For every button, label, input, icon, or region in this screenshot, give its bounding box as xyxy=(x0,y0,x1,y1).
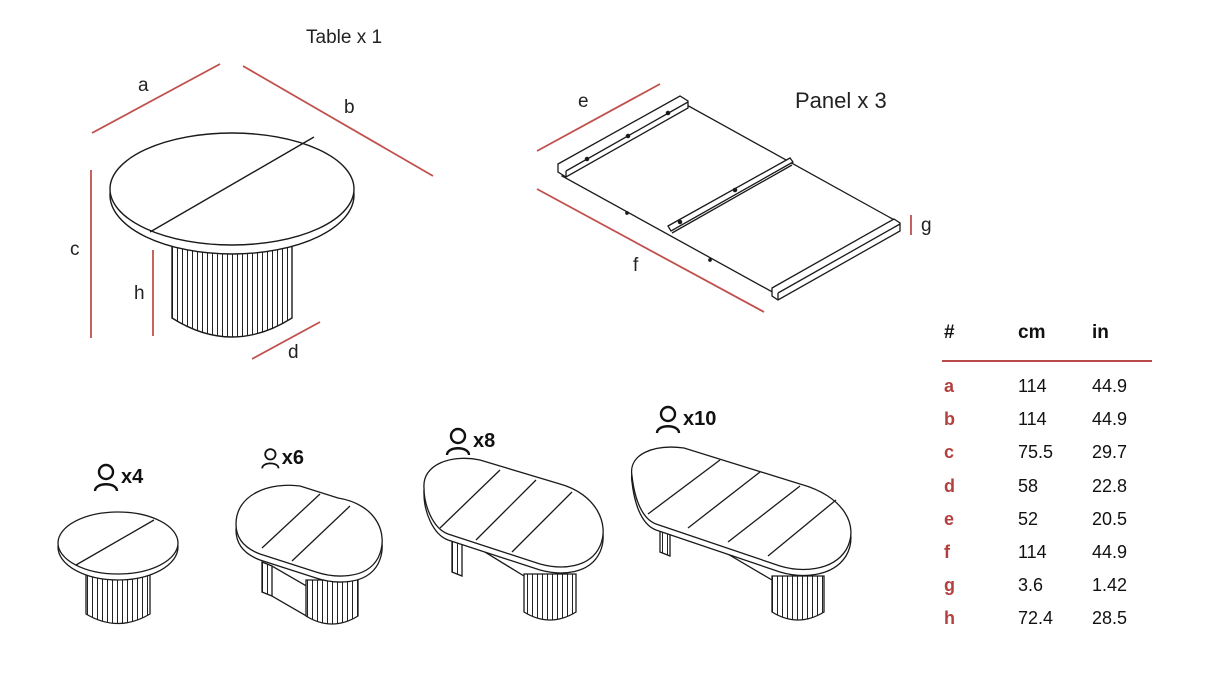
table-row: b 114 44.9 xyxy=(944,403,1158,436)
config-x10-table xyxy=(631,446,852,621)
table-row: h 72.4 28.5 xyxy=(944,602,1158,635)
row-in: 20.5 xyxy=(1092,508,1128,529)
seating-x6: x6 xyxy=(260,443,304,473)
header-divider xyxy=(942,360,1152,362)
row-key: d xyxy=(944,475,955,496)
table-row: e 52 20.5 xyxy=(944,503,1158,536)
row-in: 29.7 xyxy=(1092,442,1128,463)
dim-label-e: e xyxy=(578,91,589,112)
person-icon xyxy=(93,463,119,492)
row-in: 22.8 xyxy=(1092,475,1128,496)
person-icon xyxy=(445,427,471,456)
tabletop-surface xyxy=(109,132,355,246)
table-row: g 3.6 1.42 xyxy=(944,569,1158,602)
row-key: h xyxy=(944,608,955,629)
row-cm: 114 xyxy=(1018,409,1047,430)
tabletop-seam xyxy=(149,136,315,233)
dim-label-f: f xyxy=(633,255,639,276)
row-in: 44.9 xyxy=(1092,542,1128,563)
config-x4-table xyxy=(57,511,179,625)
dim-label-d: d xyxy=(288,342,299,363)
row-cm: 114 xyxy=(1018,542,1047,563)
row-in: 44.9 xyxy=(1092,409,1128,430)
dim-line-f xyxy=(536,188,765,313)
row-cm: 52 xyxy=(1018,508,1039,529)
table-row: d 58 22.8 xyxy=(944,470,1158,503)
row-cm: 58 xyxy=(1018,475,1039,496)
config-x8-table xyxy=(423,457,604,621)
panel-cross-bar xyxy=(667,157,794,232)
panel-surface xyxy=(560,103,900,295)
row-cm: 3.6 xyxy=(1018,575,1044,596)
seating-x4: x4 xyxy=(92,462,143,492)
person-icon xyxy=(261,448,280,469)
row-cm: 75.5 xyxy=(1018,442,1054,463)
dim-label-g: g xyxy=(921,215,932,236)
seating-count: x8 xyxy=(473,429,496,452)
row-key: b xyxy=(944,409,955,430)
dim-line-d xyxy=(251,321,321,360)
seating-count: x4 xyxy=(121,465,144,488)
seating-count: x6 xyxy=(281,446,304,469)
seating-count: x10 xyxy=(683,407,717,430)
dim-line-e xyxy=(536,83,661,152)
dim-label-a: a xyxy=(138,75,149,96)
round-table-drawing xyxy=(109,132,355,338)
row-in: 1.42 xyxy=(1092,575,1128,596)
row-in: 44.9 xyxy=(1092,376,1128,397)
header-cm: cm xyxy=(1018,322,1046,343)
table-row: f 114 44.9 xyxy=(944,536,1158,569)
table-row: a 114 44.9 xyxy=(944,370,1158,403)
dim-label-b: b xyxy=(344,97,355,118)
person-icon xyxy=(655,405,681,434)
panel-title: Panel x 3 xyxy=(795,88,887,113)
row-key: a xyxy=(944,376,955,397)
row-key: f xyxy=(944,542,950,563)
table-row: c 75.5 29.7 xyxy=(944,436,1158,469)
header-key: # xyxy=(944,322,955,343)
dimension-table-header: # cm in xyxy=(944,316,1158,350)
dim-line-a xyxy=(91,63,221,134)
dimension-lines xyxy=(90,63,912,360)
config-x6-table xyxy=(235,484,383,625)
dim-label-c: c xyxy=(70,239,80,260)
fluted-pedestal xyxy=(171,245,293,338)
dim-line-b xyxy=(242,65,434,177)
row-in: 28.5 xyxy=(1092,608,1128,629)
table-title: Table x 1 xyxy=(306,27,383,48)
row-cm: 72.4 xyxy=(1018,608,1054,629)
seating-x8: x8 xyxy=(444,426,495,456)
row-cm: 114 xyxy=(1018,376,1047,397)
seating-x10: x10 xyxy=(654,404,716,434)
dimension-table: # cm in a 114 44.9 b 114 44.9 c 75.5 29.… xyxy=(942,316,1158,636)
dim-label-h: h xyxy=(134,283,145,304)
row-key: e xyxy=(944,508,955,529)
row-key: c xyxy=(944,442,955,463)
panel-drawing xyxy=(557,95,901,301)
header-in: in xyxy=(1092,322,1109,343)
row-key: g xyxy=(944,575,955,596)
